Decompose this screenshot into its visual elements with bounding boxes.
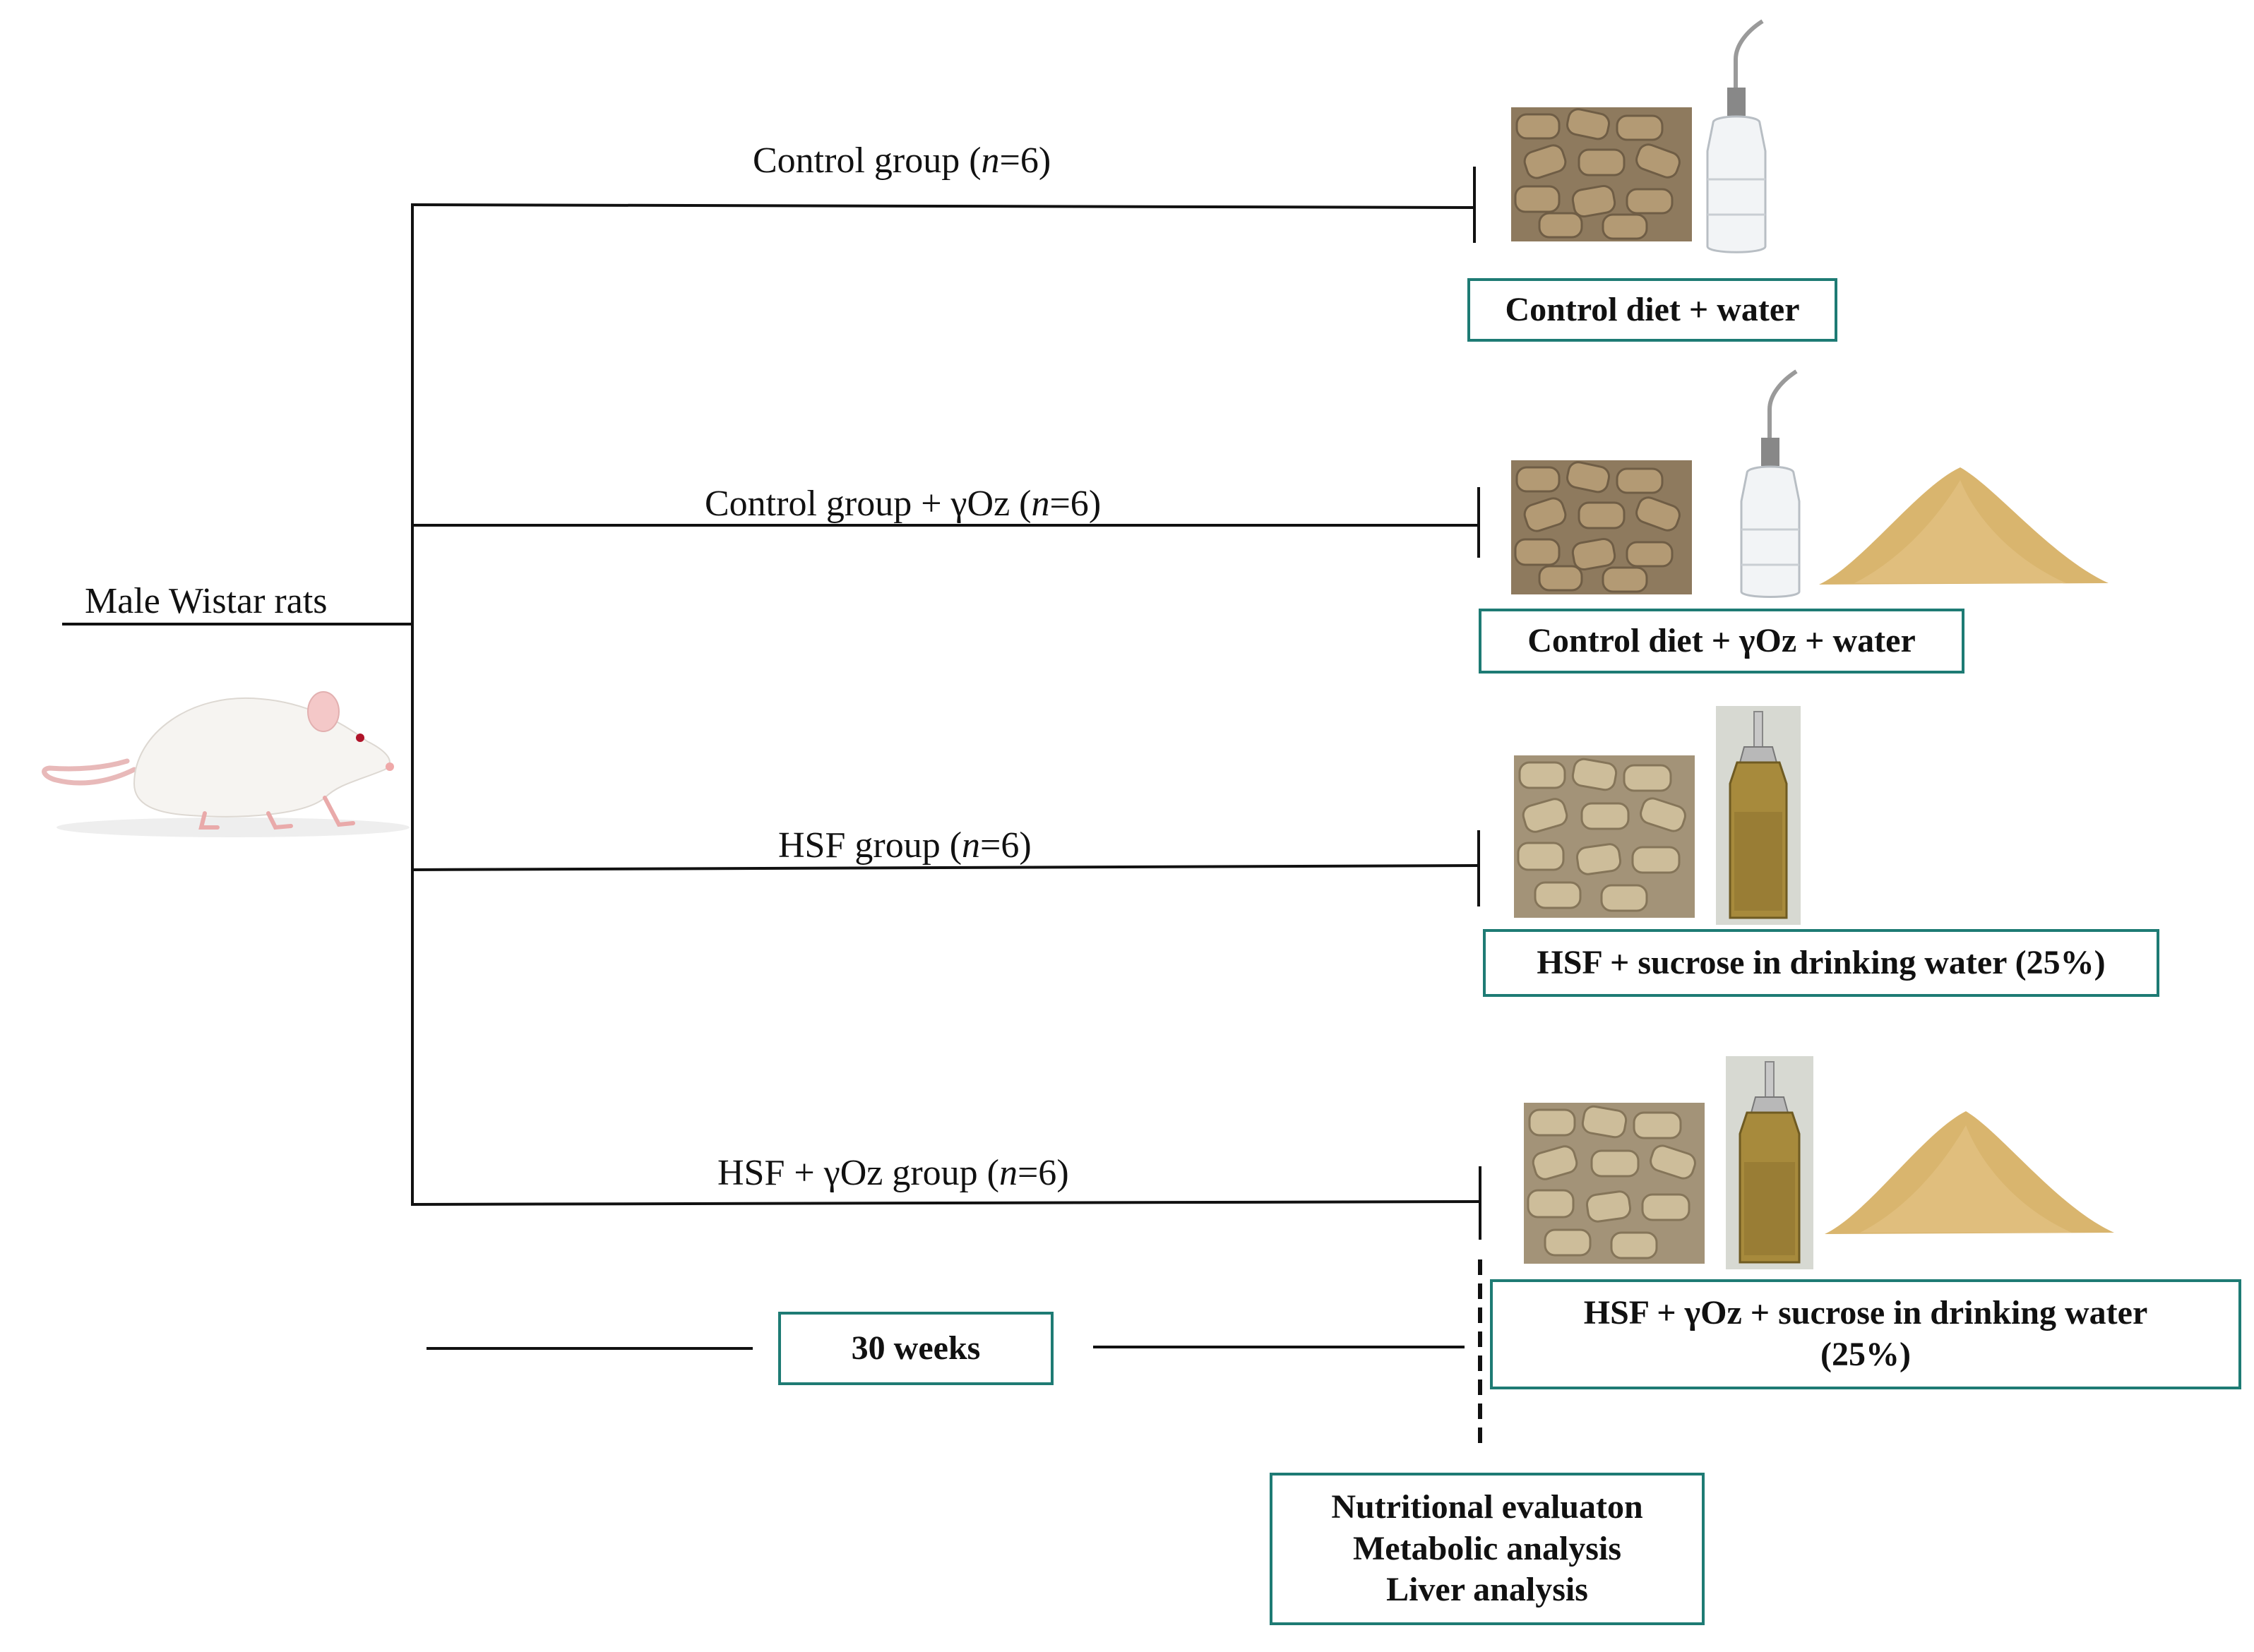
group-label-2: Control group + γOz (n=6)	[705, 484, 1102, 524]
diet-label: HSF + sucrose in drinking water (25%)	[1537, 943, 2106, 981]
sucrose-bottle-image	[1726, 1056, 1813, 1269]
diet-box-hsf: HSF + sucrose in drinking water (25%)	[1483, 929, 2159, 997]
group-label-1: Control group (n=6)	[753, 140, 1051, 181]
diet-label: Control diet + water	[1505, 290, 1800, 328]
sucrose-bottle-image	[1716, 706, 1801, 925]
diet-box-control: Control diet + water	[1467, 278, 1837, 342]
branch-line-3	[412, 864, 1479, 871]
duration-box: 30 weeks	[778, 1312, 1054, 1385]
duration-label: 30 weeks	[851, 1329, 981, 1367]
diet-label-line1: HSF + γOz + sucrose in drinking water	[1583, 1294, 2148, 1332]
pellets-image	[1524, 1103, 1705, 1264]
outcome-item: Liver analysis	[1386, 1571, 1588, 1609]
powder-pile-image	[1819, 467, 2109, 585]
water-bottle-image	[1740, 369, 1801, 598]
group-label-4: HSF + γOz group (n=6)	[717, 1153, 1069, 1193]
diet-label: Control diet + γOz + water	[1527, 621, 1916, 659]
water-bottle-image	[1706, 19, 1767, 253]
outcome-item: Metabolic analysis	[1353, 1529, 1621, 1567]
branch-line-4	[412, 1200, 1481, 1206]
diet-box-control-goz: Control diet + γOz + water	[1479, 609, 1964, 674]
rat-image	[42, 691, 410, 837]
pellets-image	[1511, 460, 1692, 594]
pellets-image	[1514, 755, 1695, 918]
group-label-3: HSF group (n=6)	[778, 825, 1032, 866]
outcome-item: Nutritional evaluaton	[1331, 1488, 1643, 1526]
diet-label-line2: (25%)	[1820, 1336, 1911, 1373]
diet-box-hsf-goz: HSF + γOz + sucrose in drinking water (2…	[1490, 1279, 2241, 1389]
pellets-image	[1511, 107, 1692, 241]
branch-line-1	[412, 203, 1475, 209]
outcomes-box: Nutritional evaluaton Metabolic analysis…	[1270, 1473, 1705, 1625]
male-wistar-rats-label: Male Wistar rats	[85, 581, 328, 621]
powder-pile-image	[1825, 1111, 2114, 1234]
